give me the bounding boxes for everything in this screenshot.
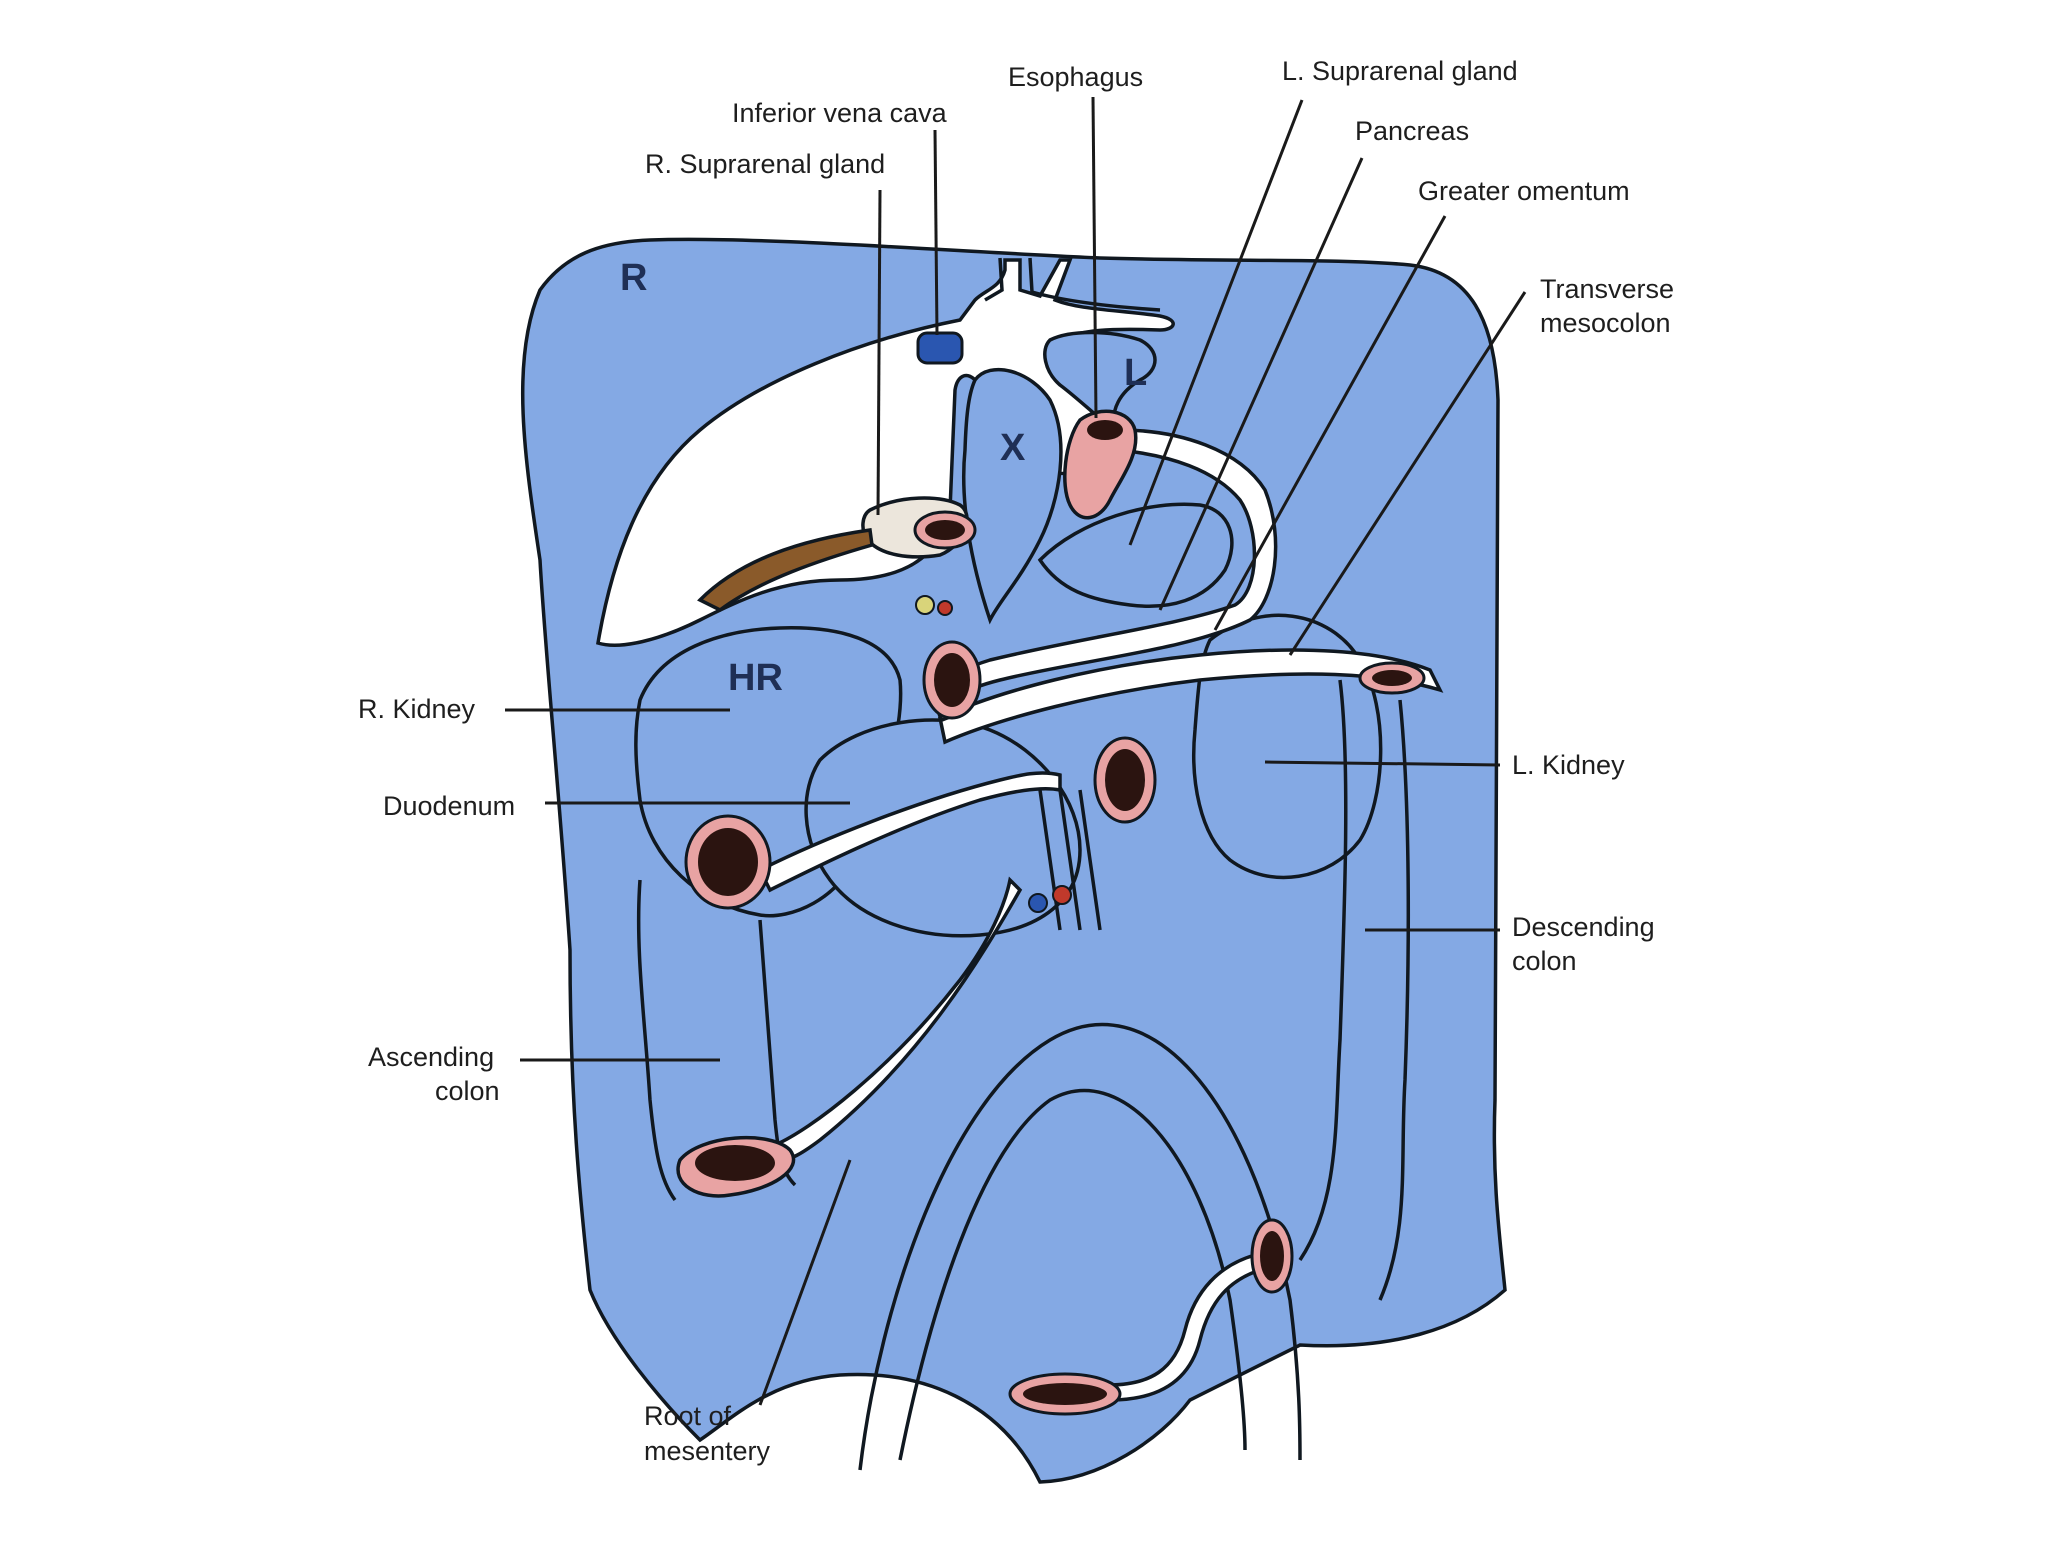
jejunum-section: [1093, 736, 1157, 824]
mesentery-root-lines: [1038, 789, 1102, 931]
label-esophagus: Esophagus: [1008, 62, 1143, 92]
region-l: L: [1124, 352, 1147, 394]
esophagus-section: [1063, 409, 1138, 520]
label-ascending-colon-2: colon: [435, 1076, 500, 1106]
label-r-kidney: R. Kidney: [358, 694, 476, 724]
label-l-suprarenal: L. Suprarenal gland: [1282, 56, 1518, 86]
label-pancreas: Pancreas: [1355, 116, 1469, 146]
smv-dot: [1028, 893, 1048, 913]
sma-dot: [1052, 885, 1072, 905]
label-ivc: Inferior vena cava: [732, 98, 948, 128]
descending-colon-section: [1250, 1218, 1294, 1294]
pancreas-body: [1037, 502, 1234, 608]
label-descending-colon-2: colon: [1512, 946, 1577, 976]
portal-vein-dot: [915, 595, 935, 615]
leader-lines: [505, 96, 1527, 1406]
label-l-kidney: L. Kidney: [1512, 750, 1625, 780]
hepatic-flexure-section: [684, 814, 772, 910]
cecum-section: [676, 1135, 796, 1198]
label-ascending-colon-1: Ascending: [368, 1042, 494, 1072]
region-x: X: [1000, 427, 1026, 469]
label-root-mesentery-2: mesentery: [644, 1436, 771, 1466]
caudate-lobe: [962, 367, 1063, 625]
stomach-region: [1043, 330, 1157, 434]
region-r: R: [620, 257, 647, 299]
hepatic-artery-dot: [937, 600, 953, 616]
right-colic-mesentery: [757, 771, 1062, 893]
pelvic-arch-inner: [898, 1088, 1247, 1461]
sigmoid-colon-section: [1008, 1372, 1122, 1416]
duodenum-section-upper: [913, 510, 977, 550]
label-descending-colon-1: Descending: [1512, 912, 1655, 942]
region-hr: HR: [728, 657, 783, 699]
duodenum-section-mid: [922, 640, 982, 720]
label-root-mesentery-1: Root of: [644, 1401, 732, 1431]
pelvic-arch-outer: [858, 1022, 1302, 1471]
liver-bare-area: [697, 528, 874, 613]
ivc-vessel: [916, 331, 964, 365]
splenic-flexure-section: [1358, 661, 1426, 695]
label-transverse-mesocolon-2: mesocolon: [1540, 308, 1671, 338]
label-transverse-mesocolon-1: Transverse: [1540, 274, 1674, 304]
falciform-lines: [984, 257, 1161, 312]
l-kidney-shape: [1192, 613, 1383, 880]
label-greater-omentum: Greater omentum: [1418, 176, 1630, 206]
transverse-mesocolon-band: [938, 648, 1444, 745]
label-duodenum: Duodenum: [383, 791, 515, 821]
label-r-suprarenal: R. Suprarenal gland: [645, 149, 885, 179]
